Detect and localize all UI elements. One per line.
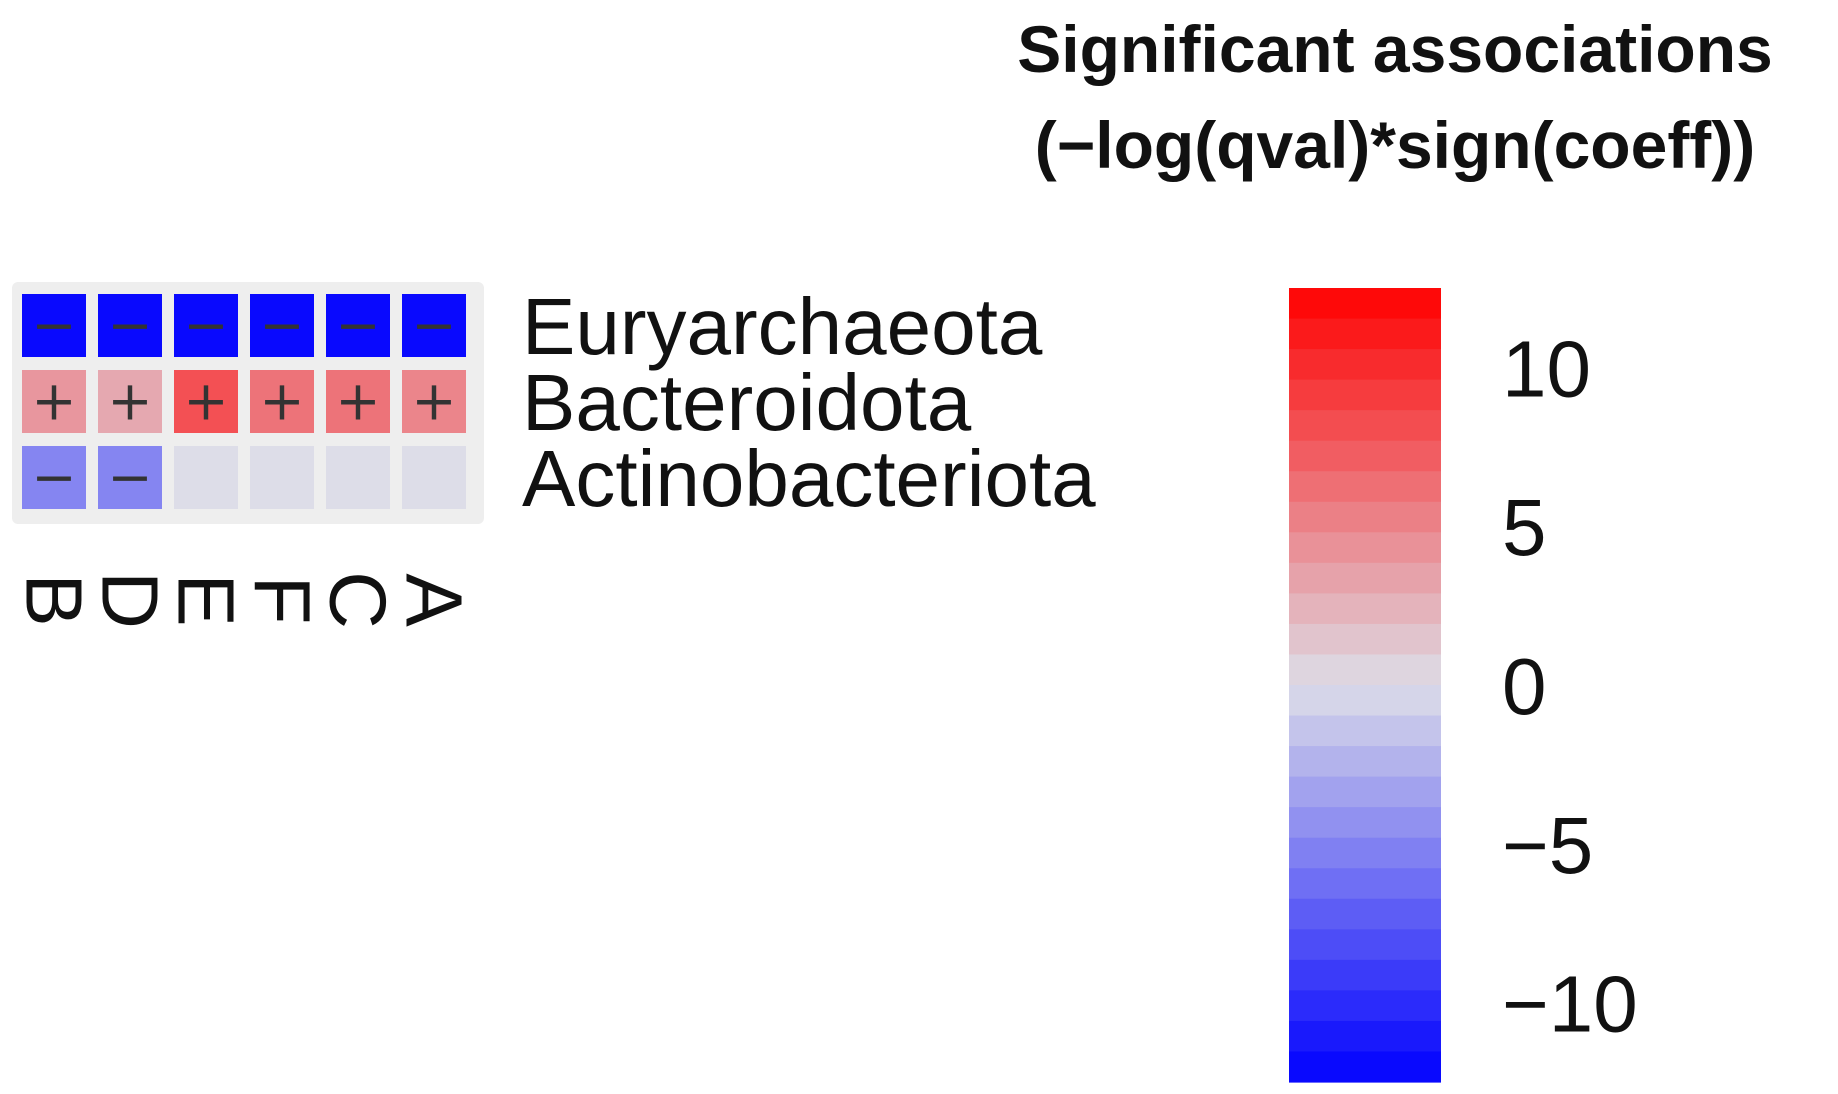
cell-sign-label: + xyxy=(259,370,304,433)
heatmap-cell xyxy=(402,294,466,357)
legend-color-segment xyxy=(1289,288,1441,320)
legend-color-segment xyxy=(1289,898,1441,930)
heatmap-cell xyxy=(250,370,314,433)
legend-color-segment xyxy=(1289,1020,1441,1053)
cell-sign-label: + xyxy=(411,370,456,433)
legend-color-segment xyxy=(1289,990,1441,1022)
legend-color-segment xyxy=(1289,685,1441,717)
column-label: A xyxy=(390,573,479,627)
legend-color-segment xyxy=(1289,929,1441,961)
legend-color-segment xyxy=(1289,776,1441,808)
heatmap-cell xyxy=(402,446,466,509)
heatmap-cell xyxy=(98,294,162,357)
heatmap-cell xyxy=(22,294,86,357)
legend-color-segment xyxy=(1289,562,1441,594)
row-label: Bacteroidota xyxy=(522,358,972,447)
cell-sign-label: − xyxy=(31,294,76,357)
cell-sign-label: + xyxy=(107,370,152,433)
heatmap-cell xyxy=(174,294,238,357)
color-legend-ticks: 10 5 0 −5 −10 xyxy=(1502,324,1638,1048)
heatmap-cell xyxy=(98,446,162,509)
column-label: D xyxy=(86,571,175,629)
heatmap-cell xyxy=(402,370,466,433)
cell-sign-label: − xyxy=(335,294,380,357)
column-label: E xyxy=(162,573,251,626)
legend-color-segment xyxy=(1289,623,1441,656)
cell-sign-label: − xyxy=(259,294,304,357)
legend-color-segment xyxy=(1289,868,1441,900)
heatmap-cell xyxy=(22,446,86,509)
cell-sign-label: − xyxy=(411,294,456,357)
heatmap-cell xyxy=(326,446,390,509)
heatmap-cells: −−−−−−++++++−− xyxy=(22,294,466,509)
heatmap-cell xyxy=(22,370,86,433)
legend-color-segment xyxy=(1289,746,1441,778)
legend-color-segment xyxy=(1289,410,1441,442)
heatmap-cell xyxy=(98,370,162,433)
row-label: Actinobacteriota xyxy=(522,434,1096,523)
legend-color-segment xyxy=(1289,807,1441,839)
row-labels: EuryarchaeotaBacteroidotaActinobacteriot… xyxy=(522,282,1096,523)
cell-sign-label: − xyxy=(183,294,228,357)
legend-color-segment xyxy=(1289,654,1441,686)
cell-sign-label: + xyxy=(183,370,228,433)
legend-tick-label: −10 xyxy=(1502,960,1638,1049)
heatmap-cell xyxy=(326,370,390,433)
legend-tick-label: 0 xyxy=(1502,642,1547,731)
cell-sign-label: + xyxy=(335,370,380,433)
legend-color-segment xyxy=(1289,715,1441,747)
row-label: Euryarchaeota xyxy=(522,282,1043,371)
cell-sign-label: − xyxy=(107,446,152,509)
legend-tick-label: 10 xyxy=(1502,324,1591,413)
legend-color-segment xyxy=(1289,959,1441,991)
legend-tick-label: 5 xyxy=(1502,483,1547,572)
column-label: C xyxy=(314,571,403,629)
legend-color-segment xyxy=(1289,318,1441,350)
column-label: F xyxy=(238,576,327,625)
legend-tick-label: −5 xyxy=(1502,801,1593,890)
cell-sign-label: + xyxy=(31,370,76,433)
column-label: B xyxy=(10,573,99,626)
color-legend-bar xyxy=(1289,288,1441,1083)
legend-color-segment xyxy=(1289,471,1441,503)
legend-color-segment xyxy=(1289,1051,1441,1083)
heatmap-cell xyxy=(326,294,390,357)
legend-color-segment xyxy=(1289,379,1441,411)
legend-title: Significant associations xyxy=(1017,12,1773,86)
legend-subtitle: (−log(qval)*sign(coeff)) xyxy=(1035,108,1756,182)
heatmap-cell xyxy=(250,446,314,509)
legend-color-segment xyxy=(1289,349,1441,381)
legend-color-segment xyxy=(1289,593,1441,625)
legend-color-segment xyxy=(1289,532,1441,564)
legend-color-segment xyxy=(1289,501,1441,533)
legend-color-segment xyxy=(1289,440,1441,472)
cell-sign-label: − xyxy=(107,294,152,357)
heatmap-cell xyxy=(174,446,238,509)
heatmap-cell xyxy=(174,370,238,433)
legend-color-segment xyxy=(1289,837,1441,869)
heatmap-cell xyxy=(250,294,314,357)
cell-sign-label: − xyxy=(31,446,76,509)
